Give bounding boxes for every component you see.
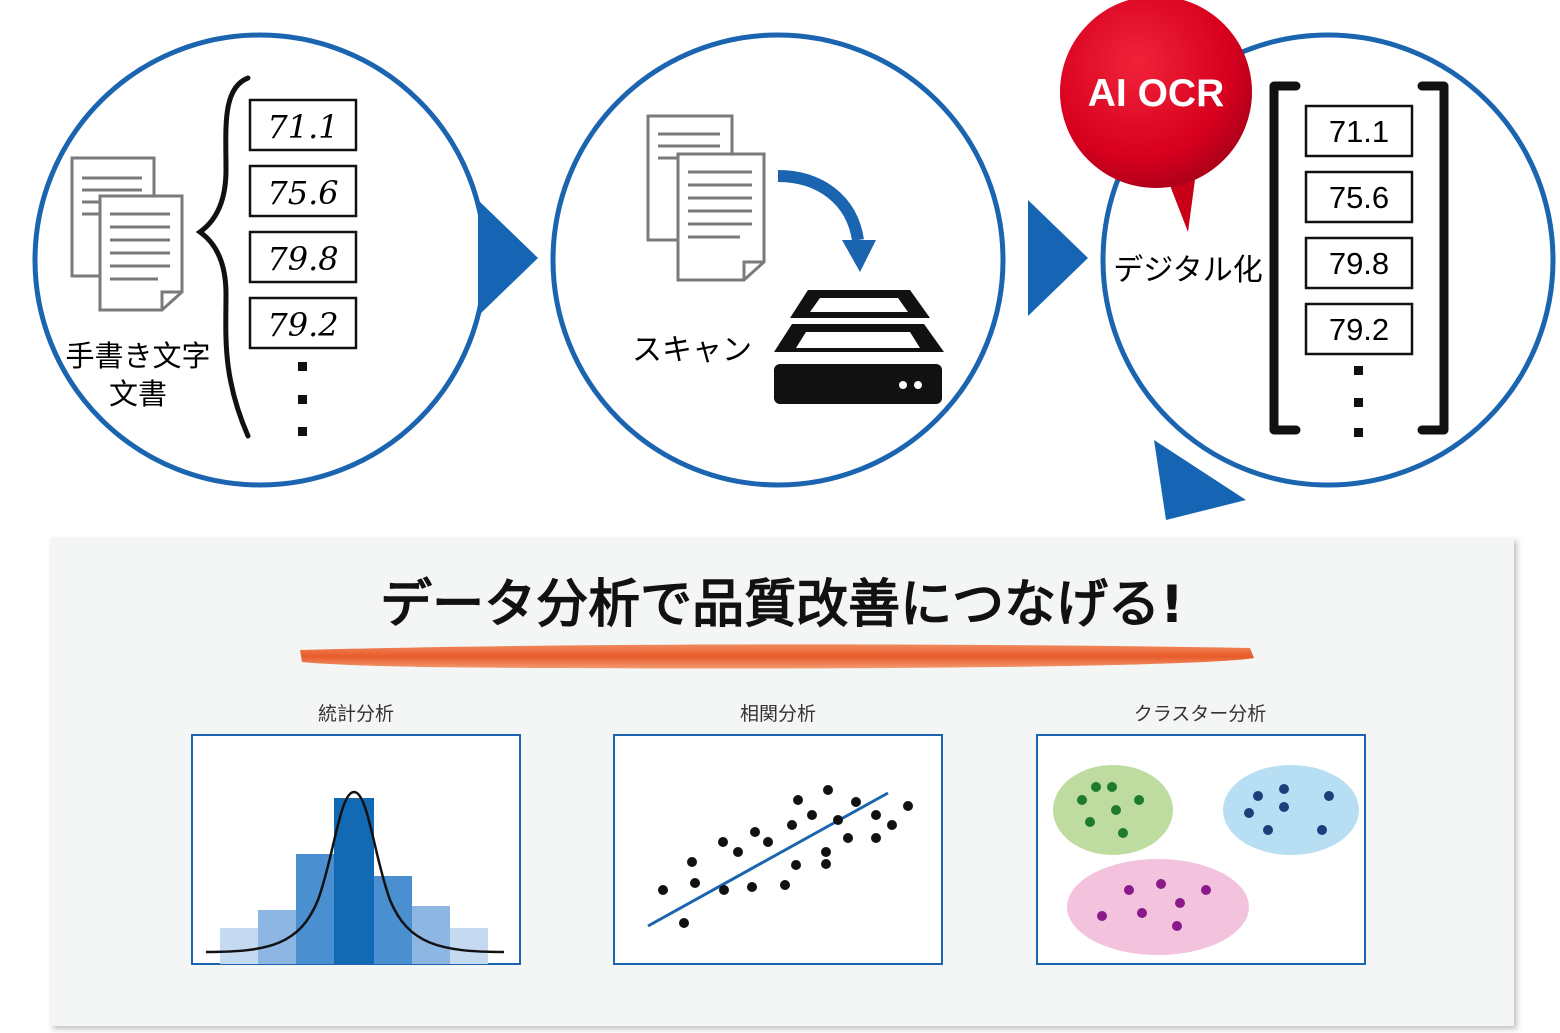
digital-value-list: 71.1 75.6 79.8 79.2 bbox=[1304, 104, 1414, 437]
digital-value: 75.6 bbox=[1329, 180, 1389, 215]
stage-circle bbox=[550, 32, 1006, 488]
histogram-chart bbox=[191, 734, 521, 965]
scatter-point bbox=[780, 880, 790, 890]
analysis-panel: データ分析で品質改善につなげる! 統計分析 相関分析 クラスター分析 bbox=[50, 538, 1514, 1026]
ai-ocr-badge: AI OCR bbox=[1060, 0, 1252, 232]
histogram-bar bbox=[374, 876, 412, 964]
scatter-chart bbox=[613, 734, 943, 965]
handwritten-value: 79.2 bbox=[267, 306, 338, 344]
scatter-point bbox=[833, 815, 843, 825]
scatter-point bbox=[679, 918, 689, 928]
flow-arrow-icon bbox=[1154, 440, 1246, 520]
scatter-point bbox=[718, 837, 728, 847]
chart-title-statistics: 統計分析 bbox=[318, 703, 394, 725]
histogram-bar bbox=[450, 928, 488, 964]
scatter-point bbox=[747, 882, 757, 892]
scatter-point bbox=[687, 857, 697, 867]
handwritten-value: 75.6 bbox=[267, 174, 338, 212]
scatter-point bbox=[903, 801, 913, 811]
handwritten-value: 71.1 bbox=[267, 108, 338, 146]
stage1-label-line1: 手書き文字 bbox=[65, 339, 210, 373]
scatter-point bbox=[871, 810, 881, 820]
scatter-point bbox=[793, 795, 803, 805]
cluster-blue bbox=[1223, 765, 1359, 855]
scatter-point bbox=[871, 833, 881, 843]
stage2-label: スキャン bbox=[632, 333, 752, 368]
cluster-chart bbox=[1036, 734, 1366, 965]
histogram-bar bbox=[334, 798, 374, 964]
bracket-right bbox=[1417, 81, 1449, 435]
scatter-point bbox=[763, 837, 773, 847]
chart-title-correlation: 相関分析 bbox=[740, 703, 816, 725]
scatter-point bbox=[843, 833, 853, 843]
scatter-point bbox=[719, 885, 729, 895]
scatter-point bbox=[821, 859, 831, 869]
regression-line bbox=[647, 791, 889, 928]
stage-handwritten: 手書き文字 文書 71.1 75.6 79.8 79.2 bbox=[32, 32, 488, 488]
scanner-icon bbox=[774, 290, 944, 404]
stage1-label-line2: 文書 bbox=[109, 377, 167, 411]
scatter-point bbox=[821, 847, 831, 857]
digital-value: 71.1 bbox=[1329, 114, 1389, 149]
scatter-point bbox=[733, 847, 743, 857]
documents-icon bbox=[70, 156, 184, 312]
scatter-point bbox=[750, 827, 760, 837]
flow-arrow-icon bbox=[1028, 200, 1088, 316]
normal-curve bbox=[205, 790, 505, 954]
headline-underline bbox=[300, 644, 1254, 669]
scatter-point bbox=[807, 810, 817, 820]
digital-value: 79.8 bbox=[1329, 246, 1389, 281]
documents-icon bbox=[646, 114, 766, 282]
scatter-point bbox=[791, 860, 801, 870]
scatter-point bbox=[690, 878, 700, 888]
cluster-pink bbox=[1067, 859, 1249, 955]
digital-value: 79.2 bbox=[1329, 312, 1389, 347]
scatter-point bbox=[823, 785, 833, 795]
badge-label: AI OCR bbox=[1088, 72, 1225, 115]
flow-arrow-icon bbox=[478, 200, 538, 316]
chart-title-cluster: クラスター分析 bbox=[1134, 703, 1267, 725]
stage-digital: AI OCR デジタル化 71.1 75.6 79.8 79.2 bbox=[1060, 0, 1556, 488]
panel-headline: データ分析で品質改善につなげる! bbox=[380, 575, 1184, 635]
curly-brace bbox=[195, 75, 251, 439]
stage-scan: スキャン bbox=[550, 32, 1006, 488]
scatter-point bbox=[851, 797, 861, 807]
stage3-label: デジタル化 bbox=[1113, 253, 1262, 288]
handwritten-value-list: 71.1 75.6 79.8 79.2 bbox=[248, 98, 358, 436]
histogram-bar bbox=[220, 928, 258, 964]
scatter-point bbox=[658, 885, 668, 895]
scatter-point bbox=[787, 820, 797, 830]
scan-arrow-icon bbox=[777, 170, 876, 272]
bracket-left bbox=[1269, 81, 1301, 435]
scatter-point bbox=[887, 820, 897, 830]
handwritten-value: 79.8 bbox=[267, 240, 338, 278]
